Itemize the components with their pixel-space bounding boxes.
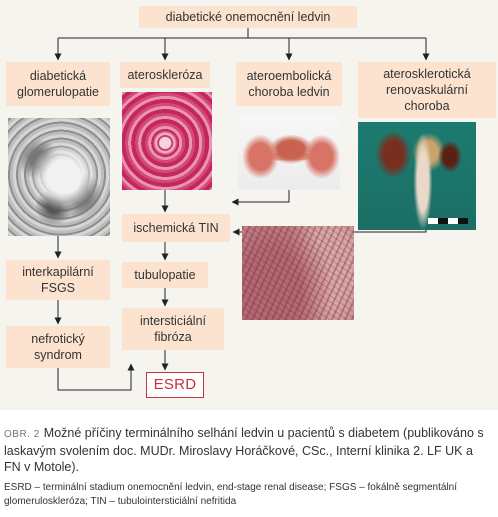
glomerulus-histology-image — [8, 118, 110, 236]
node-intersticialni-fibroza: intersticiální fibróza — [122, 308, 224, 350]
artery-histology-image — [122, 92, 212, 190]
node-ischemicka-tin: ischemická TIN — [122, 214, 230, 242]
abbreviations-footnote: ESRD – terminální stadium onemocnění led… — [4, 482, 458, 507]
figure-label: OBR. 2 — [4, 429, 40, 440]
node-interkapilarni-fsgs: interkapilární FSGS — [6, 260, 110, 300]
node-renovaskularni-choroba: aterosklerotická renovaskulární choroba — [358, 62, 496, 118]
tubulointerstitial-histology-image — [242, 226, 354, 320]
renovascular-kidney-specimen-image — [358, 122, 476, 230]
node-esrd: ESRD — [146, 372, 204, 398]
arrow-nefroticky-to-fibroza — [57, 363, 135, 391]
node-tubulopatie: tubulopatie — [122, 262, 208, 288]
node-diabeticka-glomerulopatie: diabetická glomerulopatie — [6, 62, 110, 106]
arrow-ateroembolicka-to-tin — [231, 190, 290, 206]
node-diabeticke-onemocneni: diabetické onemocnění ledvin — [139, 6, 357, 28]
scale-bar — [428, 218, 468, 224]
node-nefroticky-syndrom: nefrotický syndrom — [6, 326, 110, 368]
atheroembolic-kidney-specimen-image — [238, 116, 340, 190]
node-ateroembolicka-choroba: ateroembolická choroba ledvin — [236, 62, 342, 106]
caption-text: Možné příčiny terminálního selhání ledvi… — [4, 426, 484, 474]
node-ateroskleroza: ateroskleróza — [120, 62, 210, 88]
